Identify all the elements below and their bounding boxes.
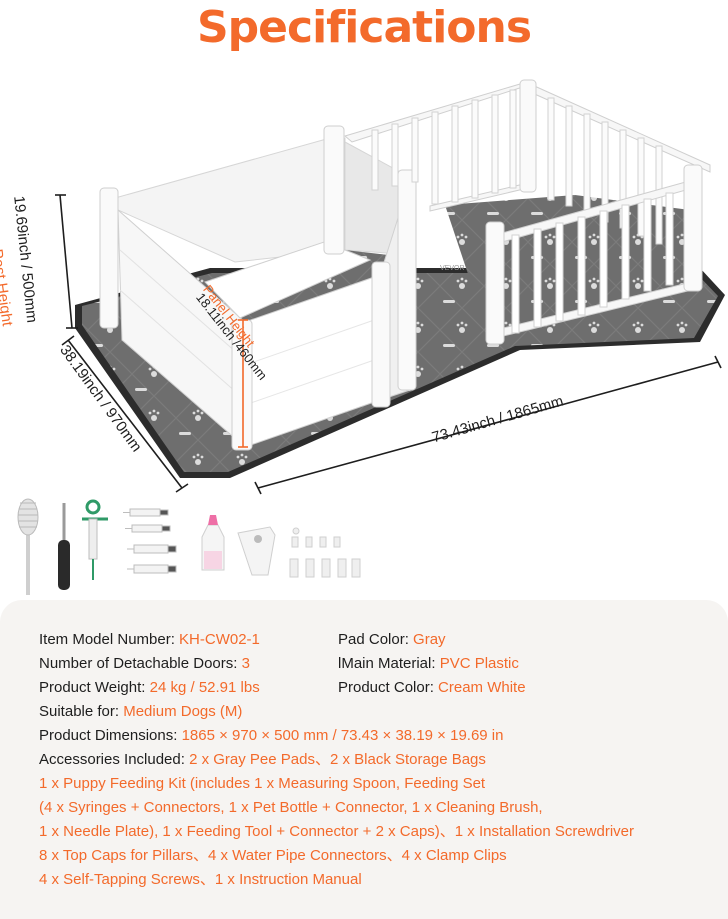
cleaning-brush-icon [17,498,39,595]
accessories-illustration [17,498,361,595]
weight-row: Product Weight: 24 kg / 52.91 lbs [39,679,260,696]
page-title: Specifications [196,2,532,53]
doors-row: Number of Detachable Doors: 3 [39,655,250,672]
feeding-tool-icon [82,499,108,580]
color-row: Product Color: Cream White [338,679,526,696]
needle-plate-icon [237,526,276,576]
accessories-line: 4 x Self-Tapping Screws、1 x Instruction … [39,871,362,888]
svg-text:VEVOR: VEVOR [440,265,465,272]
accessories-line: 1 x Puppy Feeding Kit (includes 1 x Meas… [39,775,486,792]
accessories-line: 8 x Top Caps for Pillars、4 x Water Pipe … [39,847,507,864]
accessories-row: Accessories Included: 2 x Gray Pee Pads、… [39,751,486,768]
dimension-lines [55,194,722,495]
syringes-icon [123,508,177,574]
playpen-illustration: VEVOR [55,79,725,495]
screwdriver-icon [58,503,70,590]
pad-color-row: Pad Color: Gray [338,631,446,648]
accessories-line: (4 x Syringes + Connectors, 1 x Pet Bott… [39,799,543,816]
fence-pen [343,79,711,345]
material-row: lMain Material: PVC Plastic [338,655,519,672]
suitable-row: Suitable for: Medium Dogs (M) [39,703,243,720]
caps-connectors-icon [289,527,361,578]
dimensions-row: Product Dimensions: 1865 × 970 × 500 mm … [39,727,504,744]
specs-panel: Item Model Number: KH-CW02-1 Number of D… [0,600,728,919]
model-row: Item Model Number: KH-CW02-1 [39,631,260,648]
closed-pen: VEVOR [99,125,465,451]
pet-bottle-icon [201,515,225,571]
accessories-line: 1 x Needle Plate), 1 x Feeding Tool + Co… [39,823,635,840]
